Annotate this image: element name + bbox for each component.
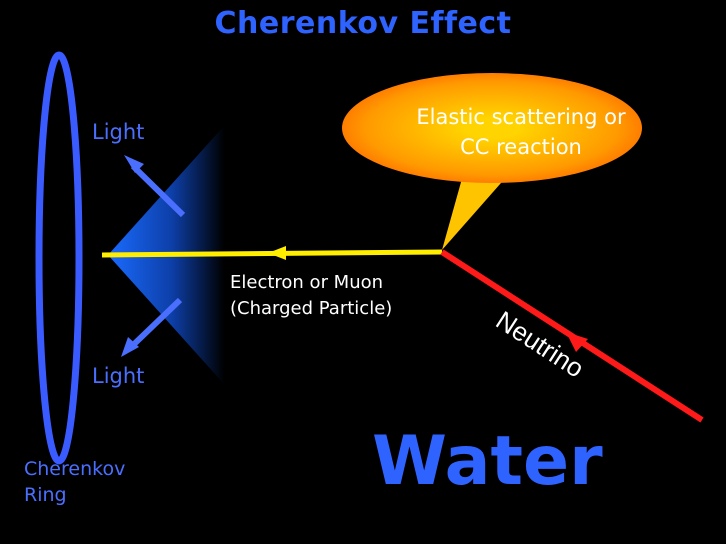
page-title: Cherenkov Effect [214, 6, 512, 41]
charged-particle-label: Electron or Muon (Charged Particle) [230, 272, 393, 319]
particle-arrowhead [268, 246, 286, 260]
cherenkov-ring-label: Cherenkov Ring [24, 458, 126, 506]
neutrino-arrowhead [566, 332, 588, 352]
cherenkov-ring [35, 51, 83, 465]
water-label: Water [372, 422, 603, 501]
light-arrow-top [124, 155, 186, 218]
light-arrow-bottom [121, 297, 183, 357]
light-label-top: Light [92, 120, 145, 144]
callout-bubble [342, 73, 642, 250]
callout-text: Elastic scattering or CC reaction [416, 105, 626, 159]
light-label-bottom: Light [92, 364, 145, 388]
